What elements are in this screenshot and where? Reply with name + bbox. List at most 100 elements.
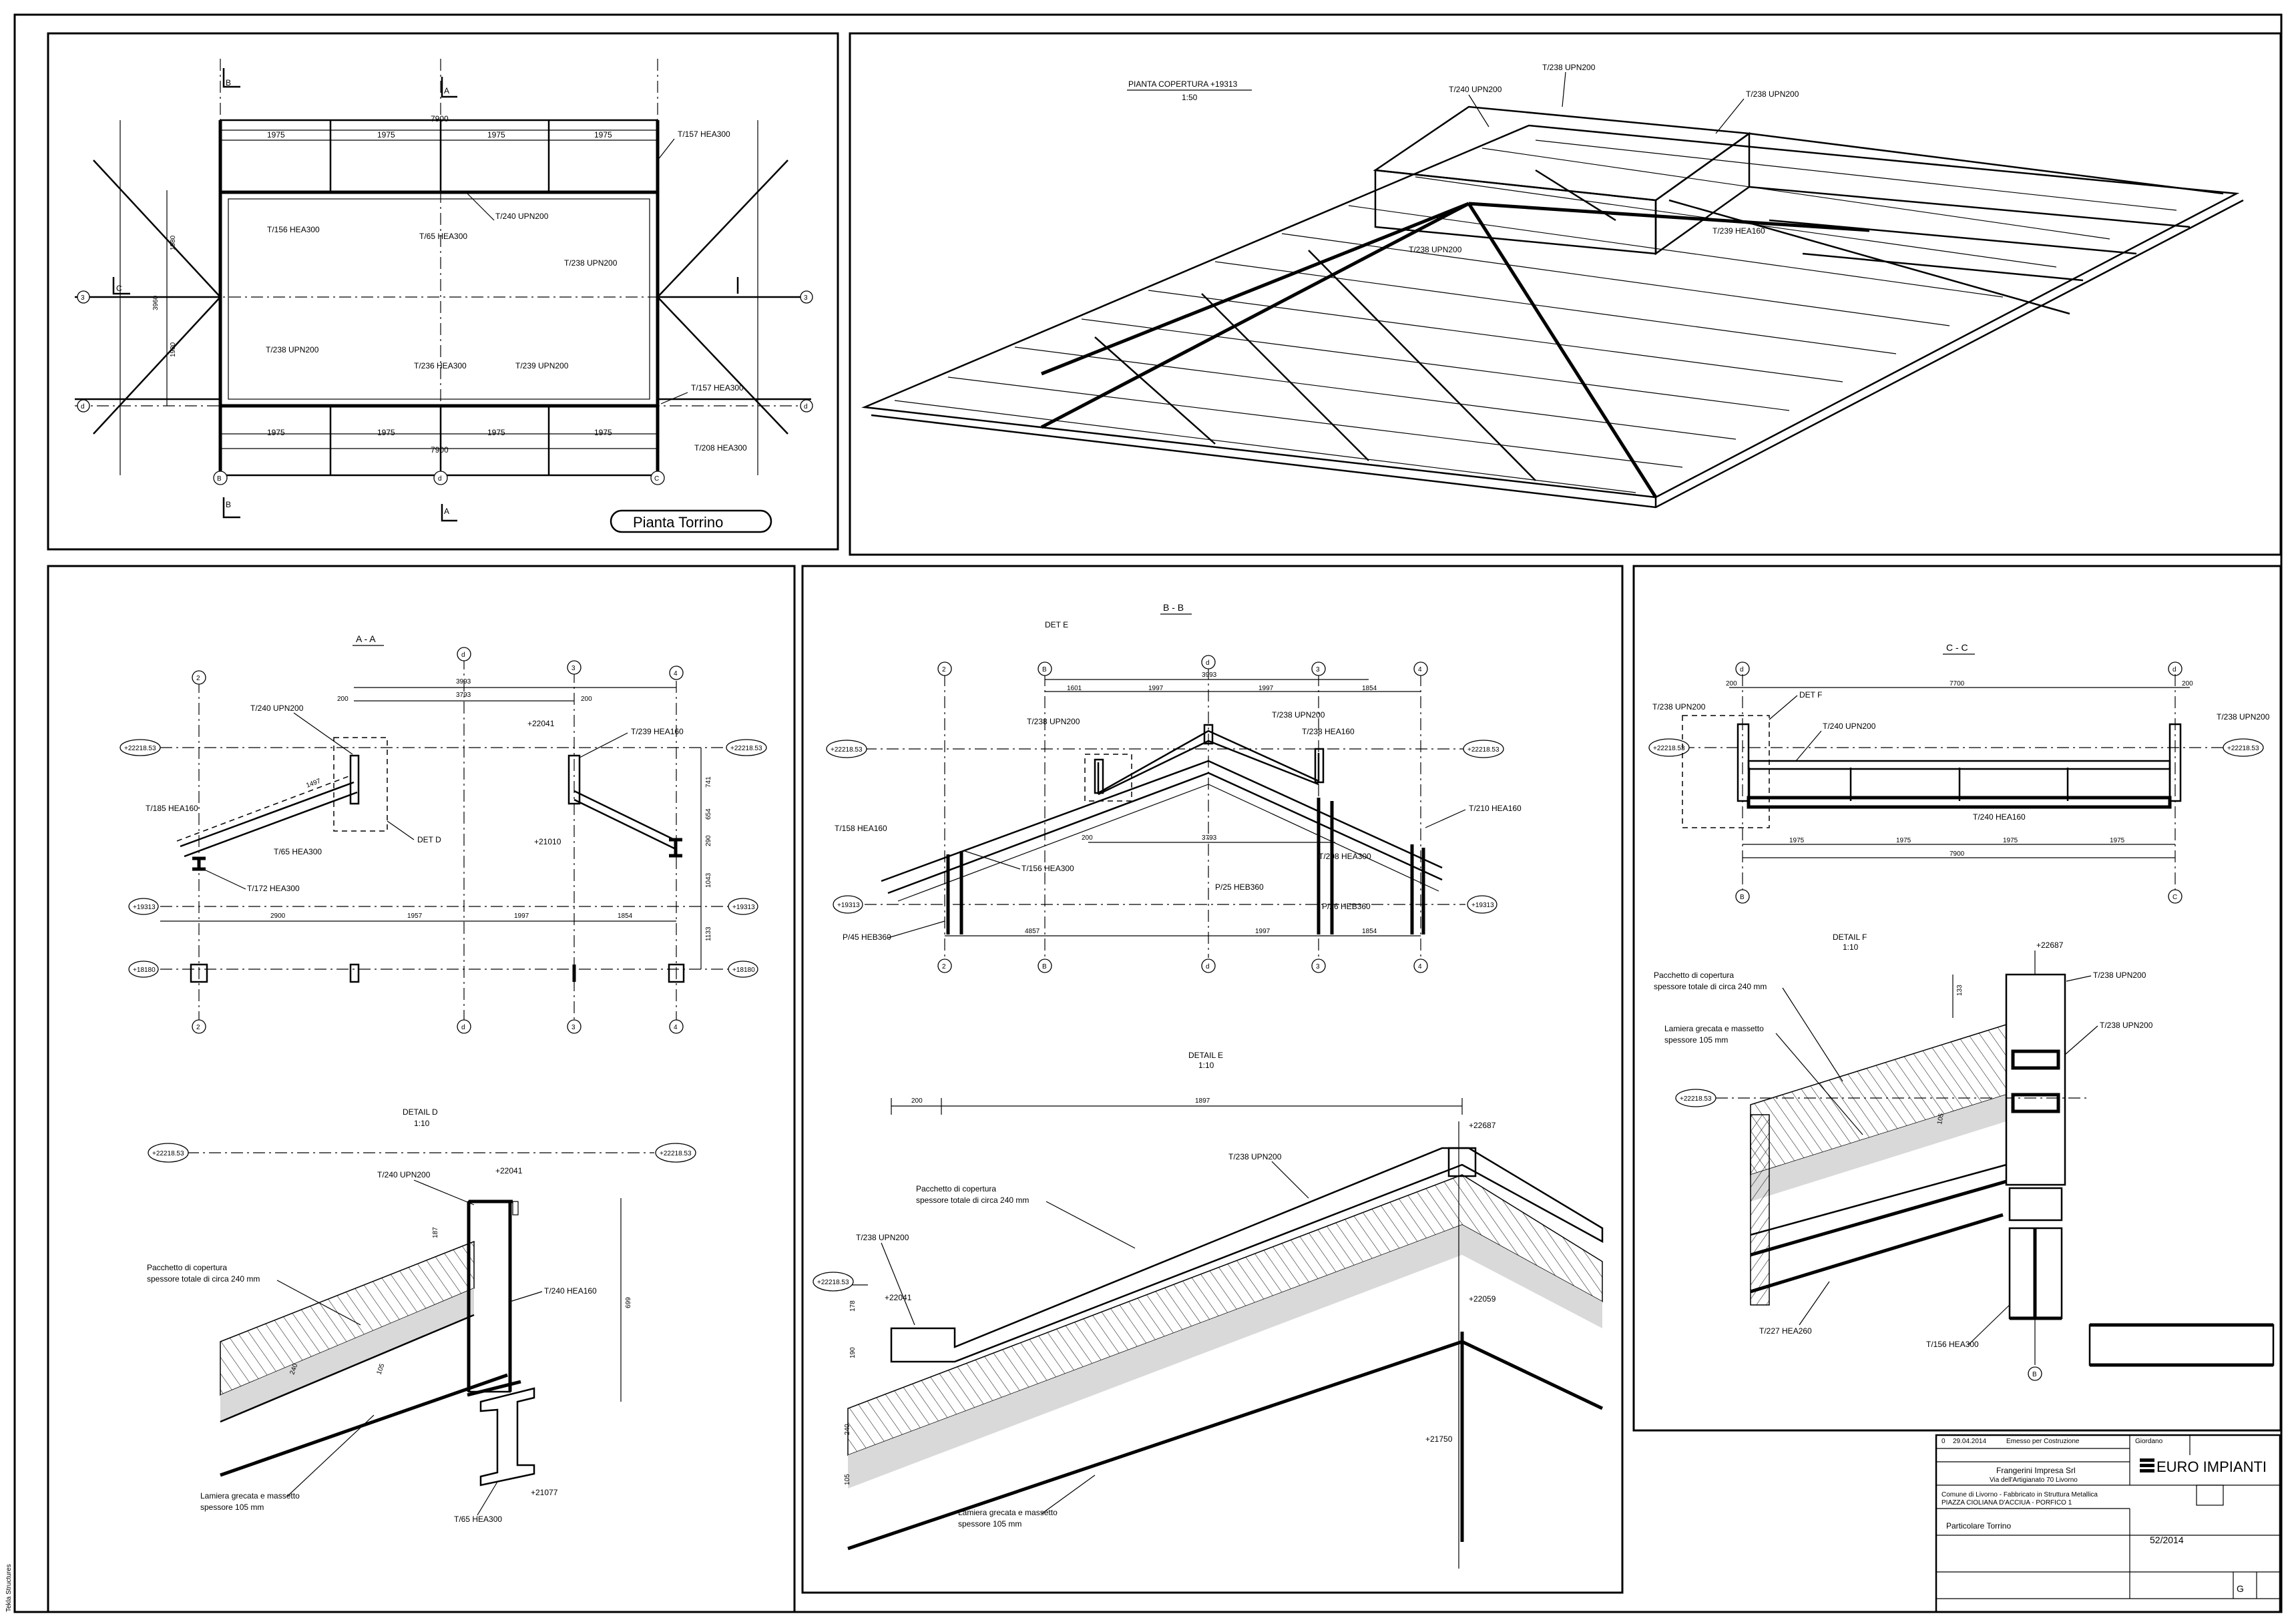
sec-a-dim-top-4: 200 bbox=[581, 696, 592, 703]
plan-dim-top-2: 1975 bbox=[377, 130, 395, 140]
plan-dim-top-1: 1975 bbox=[267, 130, 285, 140]
sec-b-dim-mid-2: 3793 bbox=[1202, 834, 1217, 842]
sec-a-vdim-1: 741 bbox=[705, 776, 712, 788]
det-d-scale: 1:10 bbox=[414, 1119, 430, 1128]
sec-b-dim-top-1: 1601 bbox=[1067, 685, 1082, 692]
sec-a-dim-bot-2: 1957 bbox=[407, 912, 423, 920]
tb-project-1: Comune di Livorno - Fabbricato in Strutt… bbox=[1941, 1491, 2098, 1499]
plan-dim-top-4: 1975 bbox=[594, 130, 612, 140]
sec-b-label-10: P/45 HEB360 bbox=[843, 932, 891, 942]
plan-label-7: T/236 HEA300 bbox=[414, 361, 467, 370]
sec-c-dim-bot-4: 1975 bbox=[2110, 837, 2125, 844]
panel-isometric: PIANTA COPERTURA +19313 1:50 bbox=[849, 32, 2282, 556]
det-f-note1-b: spessore totale di circa 240 mm bbox=[1654, 982, 1767, 991]
iso-label-4: T/239 HEA160 bbox=[1712, 226, 1765, 236]
sec-c-dim-bot-2: 1975 bbox=[1896, 837, 1911, 844]
sec-c-dim-bot-3: 1975 bbox=[2003, 837, 2018, 844]
det-e-scale: 1:10 bbox=[1198, 1061, 1214, 1070]
sec-b-grid-1: 2 bbox=[942, 666, 946, 673]
iso-label-5: T/238 UPN200 bbox=[1409, 245, 1462, 254]
sec-b-dim-top-2: 1997 bbox=[1148, 685, 1164, 692]
sec-b-label-1: T/238 UPN200 bbox=[1027, 717, 1080, 726]
tb-logo: EURO IMPIANTI bbox=[2140, 1458, 2267, 1475]
sec-b-title: B - B bbox=[1163, 602, 1184, 613]
iso-label-2: T/240 UPN200 bbox=[1449, 85, 1502, 94]
sec-c-label-2: T/240 UPN200 bbox=[1823, 722, 1876, 731]
tb-rev-no: 0 bbox=[1941, 1438, 1945, 1445]
sec-b-label-4: T/210 HEA160 bbox=[1469, 804, 1522, 813]
det-d-dim-2: 699 bbox=[625, 1297, 632, 1308]
det-e-elev-2: +22041 bbox=[885, 1293, 912, 1302]
det-d-label-1: T/240 UPN200 bbox=[377, 1170, 431, 1179]
det-f-label-1: T/238 UPN200 bbox=[2093, 971, 2146, 980]
sec-b-level-2: +22218.53 bbox=[1467, 746, 1500, 754]
plan-dim-bottom-1: 1975 bbox=[267, 428, 285, 437]
sec-a-vdim-5: 1133 bbox=[705, 926, 712, 941]
det-e-dim-1: 200 bbox=[911, 1097, 923, 1105]
plan-grid-2: 3 bbox=[804, 294, 808, 302]
tb-rev-date: 29.04.2014 bbox=[1953, 1438, 1986, 1445]
sec-b-grid-4: 3 bbox=[1316, 666, 1320, 673]
panel-section-a: A - A 2 d 3 4 2 d 3 4 +22218.53 +22218.5… bbox=[47, 565, 796, 1613]
tb-rev-desc: Emesso per Costruzione bbox=[2006, 1438, 2080, 1445]
sec-c-title: C - C bbox=[1946, 642, 1968, 653]
sec-b-level-4: +19313 bbox=[1471, 902, 1494, 909]
det-d-note1-b: spessore totale di circa 240 mm bbox=[147, 1274, 260, 1284]
plan-dim-overall-bottom: 7900 bbox=[431, 445, 449, 455]
sec-b-label-3: T/238 HEA160 bbox=[1302, 727, 1355, 736]
det-f-label-3: T/227 HEA260 bbox=[1759, 1326, 1812, 1336]
plan-title: Pianta Torrino bbox=[633, 514, 723, 531]
det-d-level-2: +22218.53 bbox=[660, 1150, 692, 1157]
sec-c-grid-3: B bbox=[1740, 894, 1745, 901]
plan-section-mark-a-top: A bbox=[444, 86, 449, 95]
plan-section-mark-b-bottom: B bbox=[226, 500, 231, 509]
plan-section-mark-c-left: C bbox=[116, 284, 122, 293]
det-e-dim-5: 240 bbox=[844, 1424, 851, 1435]
sec-c-label-4: T/240 HEA160 bbox=[1973, 812, 2026, 822]
sec-a-grid-3: 3 bbox=[571, 665, 576, 672]
plan-dim-top-3: 1975 bbox=[487, 130, 505, 140]
det-d-level-1: +22218.53 bbox=[152, 1150, 184, 1157]
sec-a-dim-bot-4: 1854 bbox=[618, 912, 633, 920]
tb-logo-text: EURO IMPIANTI bbox=[2156, 1458, 2267, 1475]
sec-b-label-2: T/238 UPN200 bbox=[1272, 710, 1325, 720]
sec-c-grid-2: d bbox=[2172, 666, 2176, 673]
det-e-elev-1: +22687 bbox=[1469, 1121, 1496, 1130]
iso-label-3: T/238 UPN200 bbox=[1746, 89, 1799, 99]
plan-label-10: T/208 HEA300 bbox=[694, 443, 747, 453]
title-block: 0 29.04.2014 Emesso per Costruzione Gior… bbox=[1935, 1434, 2281, 1613]
sec-a-dim-top-1: 3993 bbox=[456, 678, 471, 686]
det-d-elev-2: +21077 bbox=[531, 1488, 558, 1497]
det-e-note1-b: spessore totale di circa 240 mm bbox=[916, 1195, 1029, 1205]
sec-b-label-7: T/208 HEA300 bbox=[1319, 852, 1371, 861]
sec-a-grid-4: 4 bbox=[674, 670, 678, 678]
sec-a-vdim-3: 290 bbox=[705, 835, 712, 846]
det-d-note1-a: Pacchetto di copertura bbox=[147, 1263, 227, 1272]
det-e-dim-2: 1897 bbox=[1195, 1097, 1210, 1105]
det-f-note1-a: Pacchetto di copertura bbox=[1654, 971, 1734, 980]
det-e-note1-a: Pacchetto di copertura bbox=[916, 1184, 996, 1193]
sec-b-det: DET E bbox=[1045, 620, 1068, 629]
det-e-dim-4: 190 bbox=[849, 1347, 857, 1358]
sec-a-grid-2: d bbox=[461, 651, 465, 659]
sec-a-vdim-2: 654 bbox=[705, 808, 712, 820]
plan-label-1: T/157 HEA300 bbox=[678, 129, 730, 139]
sec-a-level-4: +19313 bbox=[732, 904, 755, 911]
sec-c-label-1: T/238 UPN200 bbox=[1652, 702, 1706, 712]
plan-label-8: T/239 UPN200 bbox=[515, 361, 569, 370]
margin-note: Tekla Structures bbox=[5, 1564, 13, 1612]
sec-a-dim-top-2: 3793 bbox=[456, 692, 471, 699]
det-e-dim-3: 178 bbox=[849, 1300, 857, 1312]
sec-a-level-1: +22218.53 bbox=[124, 745, 156, 752]
sec-a-level-2: +22218.53 bbox=[730, 745, 762, 752]
sec-b-dim-mid-1: 200 bbox=[1082, 834, 1093, 842]
sec-c-overall: 7900 bbox=[1949, 850, 1965, 858]
plan-grid-6: d bbox=[438, 475, 442, 483]
sec-c-dim-top-2: 7700 bbox=[1949, 680, 1965, 688]
plan-side-dim-3: 3960 bbox=[152, 295, 160, 310]
iso-title: PIANTA COPERTURA +19313 bbox=[1128, 79, 1238, 89]
tb-drawing-title: Particolare Torrino bbox=[1946, 1521, 2011, 1531]
det-f-note2-b: spessore 105 mm bbox=[1664, 1035, 1728, 1045]
panel-plan: 7900 1975 1975 1975 1975 1975 1975 1975 … bbox=[47, 32, 839, 551]
